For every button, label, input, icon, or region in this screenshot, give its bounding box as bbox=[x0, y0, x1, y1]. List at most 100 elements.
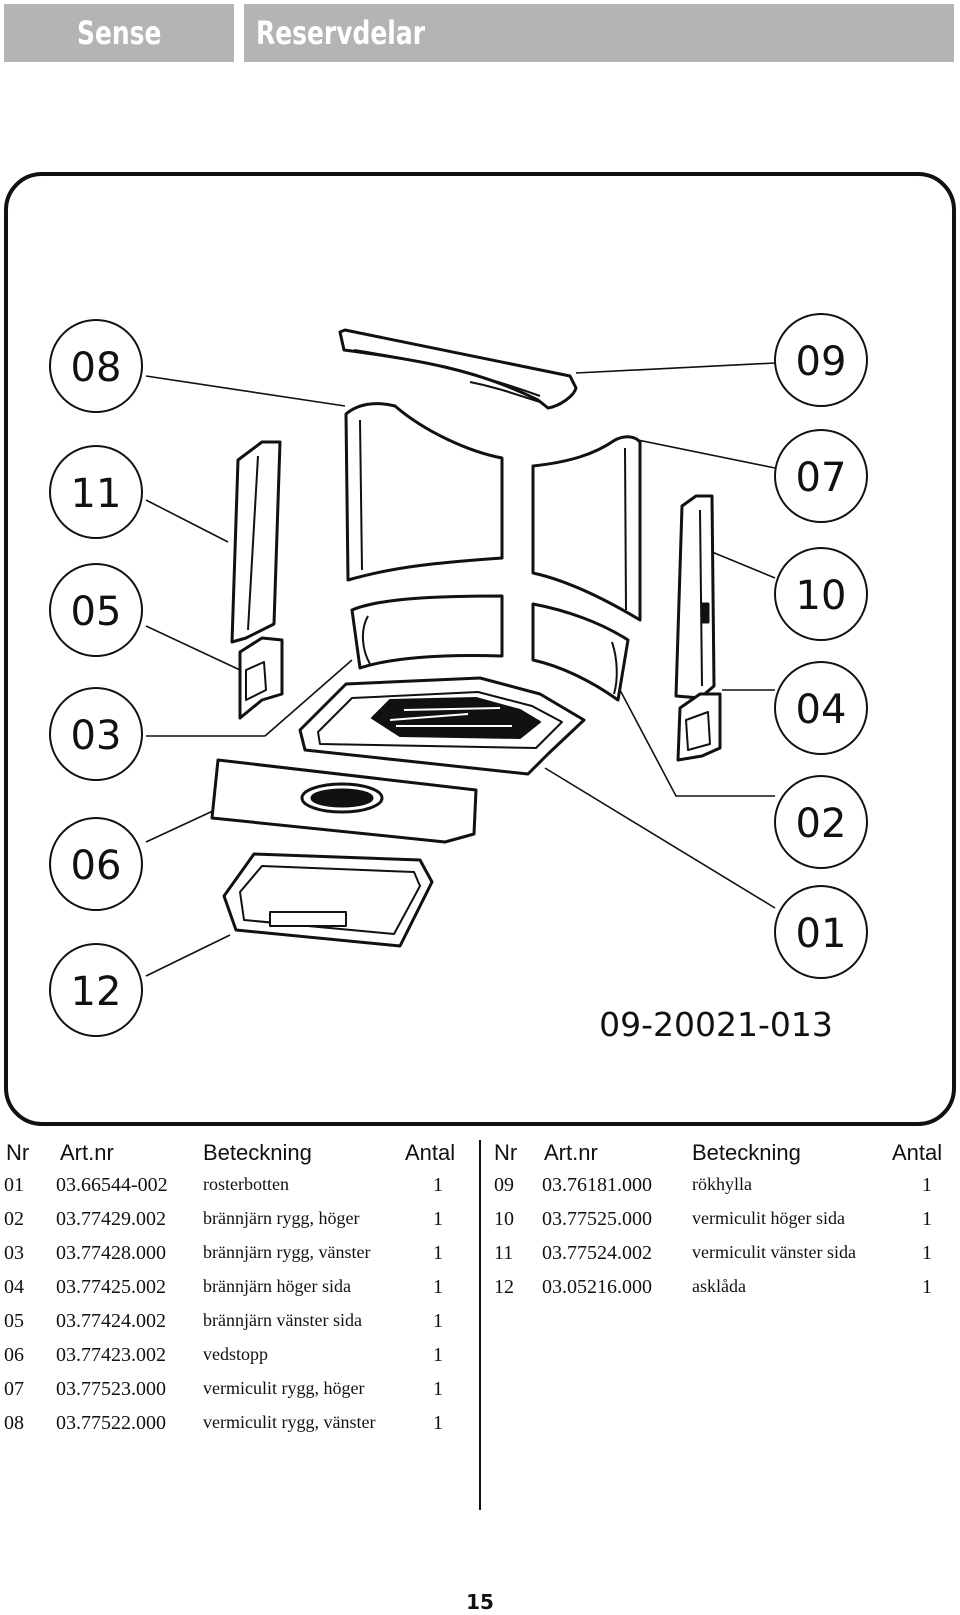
table-header-right: Nr Art.nr Beteckning Antal bbox=[492, 1140, 960, 1170]
leader-lines bbox=[145, 362, 776, 977]
cell-name: vermiculit vänster sida bbox=[692, 1242, 856, 1262]
part-brannjarn-rygg-hoger bbox=[531, 602, 630, 702]
part-vermiculit-vanster-sida bbox=[230, 440, 282, 644]
part-vermiculit-rygg-hoger bbox=[531, 435, 642, 622]
cell-nr: 03 bbox=[4, 1242, 24, 1264]
callout-label-10: 10 bbox=[796, 573, 847, 619]
cell-name: brännjärn rygg, höger bbox=[203, 1208, 360, 1228]
parts-table-right: Nr Art.nr Beteckning Antal 09 03.76181.00… bbox=[492, 1140, 960, 1440]
table-row: 11 03.77524.002 vermiculit vänster sida 1 bbox=[492, 1242, 960, 1272]
callout-circle-10 bbox=[774, 547, 868, 641]
callout-label-01: 01 bbox=[796, 911, 847, 957]
part-vermiculit-hoger-sida bbox=[674, 494, 716, 700]
cell-nr: 08 bbox=[4, 1412, 24, 1434]
cell-artnr: 03.77525.000 bbox=[542, 1208, 652, 1230]
cell-artnr: 03.77428.000 bbox=[56, 1242, 166, 1264]
part-brannjarn-rygg-vanster bbox=[350, 594, 504, 670]
part-asklada bbox=[222, 852, 434, 948]
table-row: 08 03.77522.000 vermiculit rygg, vänster 1 bbox=[0, 1412, 470, 1442]
cell-qty: 1 bbox=[922, 1242, 932, 1264]
exploded-parts-diagram: 08 11 05 03 06 12 09 07 10 04 02 01 09-20021-013 bbox=[4, 172, 956, 1126]
header-nr: Nr bbox=[6, 1140, 30, 1165]
callout-circle-05 bbox=[49, 563, 143, 657]
cell-qty: 1 bbox=[433, 1378, 443, 1400]
header-product-tab: Sense bbox=[4, 4, 234, 62]
callout-label-03: 03 bbox=[71, 713, 122, 759]
cell-nr: 07 bbox=[4, 1378, 24, 1400]
callout-label-07: 07 bbox=[796, 455, 847, 501]
part-vermiculit-rygg-vanster bbox=[344, 402, 504, 582]
table-header-left: Nr Art.nr Beteckning Antal bbox=[0, 1140, 470, 1170]
cell-artnr: 03.77425.002 bbox=[56, 1276, 166, 1298]
callout-label-09: 09 bbox=[796, 339, 847, 385]
cell-qty: 1 bbox=[433, 1174, 443, 1196]
callout-circle-08 bbox=[49, 319, 143, 413]
cell-qty: 1 bbox=[433, 1276, 443, 1298]
cell-name: asklåda bbox=[692, 1276, 746, 1296]
header-artnr: Art.nr bbox=[60, 1140, 114, 1165]
cell-artnr: 03.77523.000 bbox=[56, 1378, 166, 1400]
drawing-number: 09-20021-013 bbox=[599, 1005, 833, 1044]
table-row: 07 03.77523.000 vermiculit rygg, höger 1 bbox=[0, 1378, 470, 1408]
callout-circle-09 bbox=[774, 313, 868, 407]
cell-artnr: 03.77524.002 bbox=[542, 1242, 652, 1264]
callout-label-05: 05 bbox=[71, 589, 122, 635]
cell-name: vermiculit rygg, vänster bbox=[203, 1412, 376, 1432]
callout-group: 08 11 05 03 06 12 09 07 10 04 02 01 bbox=[49, 313, 868, 1037]
cell-name: rökhylla bbox=[692, 1174, 752, 1194]
cell-nr: 10 bbox=[494, 1208, 514, 1230]
cell-name: vermiculit rygg, höger bbox=[203, 1378, 365, 1398]
callout-label-11: 11 bbox=[71, 471, 122, 517]
cell-nr: 01 bbox=[4, 1174, 24, 1196]
header-section-title: Reservdelar bbox=[256, 14, 426, 52]
callout-circle-04 bbox=[774, 661, 868, 755]
cell-artnr: 03.05216.000 bbox=[542, 1276, 652, 1298]
cell-qty: 1 bbox=[922, 1208, 932, 1230]
cell-nr: 06 bbox=[4, 1344, 24, 1366]
part-rokhylla bbox=[338, 328, 578, 410]
header-qty: Antal bbox=[405, 1140, 456, 1165]
cell-qty: 1 bbox=[433, 1344, 443, 1366]
cell-artnr: 03.77424.002 bbox=[56, 1310, 166, 1332]
page-number: 15 bbox=[466, 1590, 494, 1614]
cell-artnr: 03.77522.000 bbox=[56, 1412, 166, 1434]
callout-label-06: 06 bbox=[71, 843, 122, 889]
header-qty: Antal bbox=[892, 1140, 943, 1165]
cell-name: vermiculit höger sida bbox=[692, 1208, 845, 1228]
callout-circle-02 bbox=[774, 775, 868, 869]
cell-qty: 1 bbox=[922, 1276, 932, 1298]
cell-nr: 02 bbox=[4, 1208, 24, 1230]
callout-circle-03 bbox=[49, 687, 143, 781]
cell-name: rosterbotten bbox=[203, 1174, 289, 1194]
cell-nr: 05 bbox=[4, 1310, 24, 1332]
cell-qty: 1 bbox=[433, 1412, 443, 1434]
callout-circle-07 bbox=[774, 429, 868, 523]
callout-label-08: 08 bbox=[71, 345, 122, 391]
header-name: Beteckning bbox=[692, 1140, 801, 1165]
cell-nr: 11 bbox=[494, 1242, 514, 1264]
cell-qty: 1 bbox=[433, 1310, 443, 1332]
header-artnr: Art.nr bbox=[544, 1140, 598, 1165]
callout-circle-01 bbox=[774, 885, 868, 979]
callout-label-04: 04 bbox=[796, 687, 847, 733]
part-rosterbotten bbox=[298, 676, 586, 776]
header-section-tab: Reservdelar bbox=[244, 4, 954, 62]
header-name: Beteckning bbox=[203, 1140, 312, 1165]
callout-label-02: 02 bbox=[796, 801, 847, 847]
cell-artnr: 03.77429.002 bbox=[56, 1208, 166, 1230]
cell-artnr: 03.76181.000 bbox=[542, 1174, 652, 1196]
cell-artnr: 03.77423.002 bbox=[56, 1344, 166, 1366]
callout-circle-11 bbox=[49, 445, 143, 539]
part-brannjarn-hoger-sida bbox=[676, 692, 722, 762]
cell-nr: 12 bbox=[494, 1276, 514, 1298]
cell-nr: 09 bbox=[494, 1174, 514, 1196]
callout-label-12: 12 bbox=[71, 969, 122, 1015]
